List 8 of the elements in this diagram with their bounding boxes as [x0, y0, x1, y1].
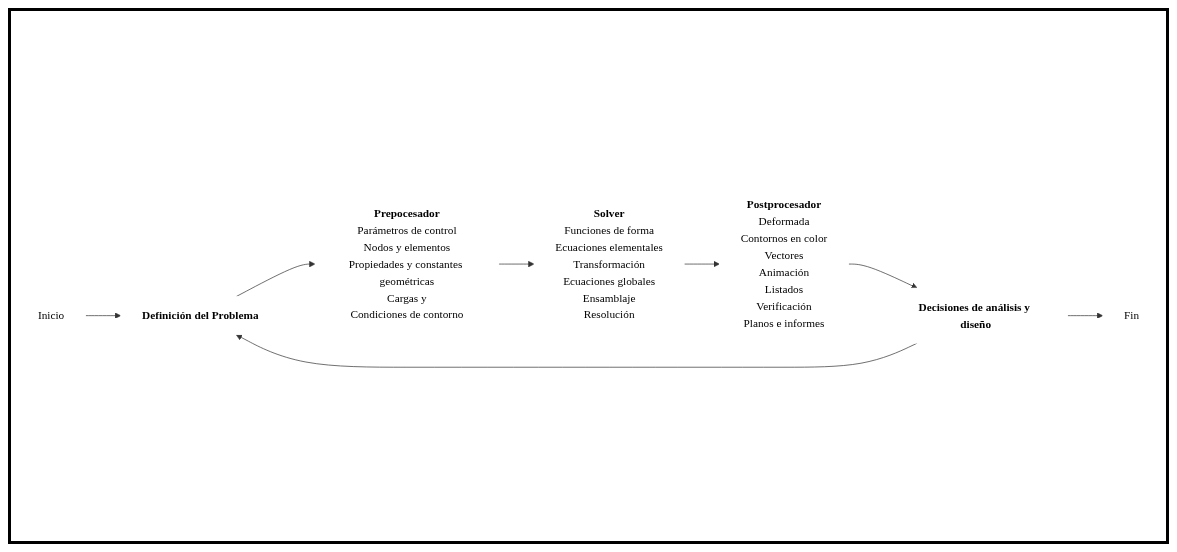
node-text: Definición del Problema	[141, 308, 259, 321]
node-text: Inicio	[37, 308, 65, 321]
diagram-frame: Inicio Definición del Problema Decisiones de análisis y diseño Fin Prepocesador Parámetros de control Nodos y elementos Propiedades y constantes geométricas Cargas y Condiciones de contorno Solver Funciones de forma Ecuaciones elementales Transformación Ecuaciones globales Ensamblaje Resolución Postprocesador Deformada Contornos en color Vectores Animación Listados Verificación Planos e informes	[8, 8, 1169, 544]
node-text: Solver Funciones de forma Ecuaciones elementales Transformación Ecuaciones globales Ensamblaje Resolución	[555, 206, 663, 321]
node-text: Postprocesador Deformada Contornos en color Vectores Animación Listados Verificación Planos e informes	[740, 197, 828, 329]
node-text: Decisiones de análisis y diseño	[918, 300, 1030, 330]
node-text: Prepocesador Parámetros de control Nodos y elementos Propiedades y constantes geométricas Cargas y Condiciones de contorno	[348, 206, 464, 321]
node-text: Fin	[1124, 308, 1140, 321]
